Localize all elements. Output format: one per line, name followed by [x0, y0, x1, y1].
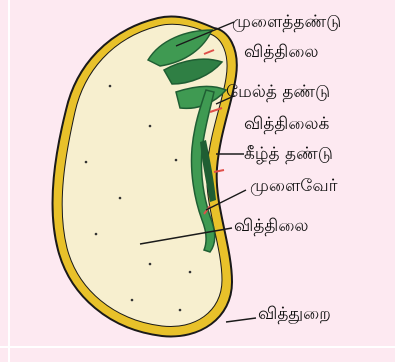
leader-seed-coat — [226, 318, 256, 322]
label-radicle: முளைவேர் — [250, 178, 338, 195]
label-cotyledon: வித்திலை — [234, 218, 309, 235]
label-cotyledon-top: வித்திலை — [244, 44, 319, 61]
label-epicotyl: மேல்த் தண்டு — [226, 84, 330, 101]
label-seed-coat: வித்துறை — [258, 306, 331, 323]
label-cotyledon-node: வித்திலைக் — [244, 116, 329, 133]
label-hypocotyl: கீழ்த் தண்டு — [244, 146, 333, 163]
label-plumule: முளைத்தண்டு — [232, 14, 341, 31]
